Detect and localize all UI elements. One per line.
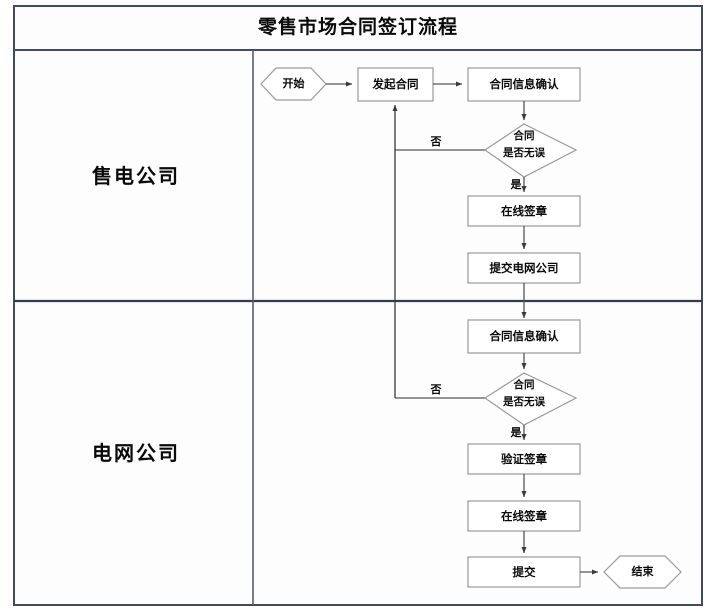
connectors-lane-2 bbox=[395, 353, 599, 575]
node-submit-shape bbox=[467, 556, 581, 588]
node-confirm-info-1-shape bbox=[467, 67, 581, 102]
node-submit-to-grid-shape bbox=[467, 252, 581, 284]
connectors-lane-1 bbox=[326, 81, 527, 319]
node-initiate-contract-shape bbox=[357, 67, 434, 102]
node-confirm-info-2-shape bbox=[467, 319, 581, 354]
node-start-shape bbox=[260, 67, 327, 101]
frame-outline bbox=[13, 5, 703, 606]
node-end-shape bbox=[603, 555, 682, 589]
node-verify-seal-shape bbox=[467, 443, 581, 475]
node-online-seal-2-shape bbox=[467, 500, 581, 532]
node-online-seal-1-shape bbox=[467, 195, 581, 227]
